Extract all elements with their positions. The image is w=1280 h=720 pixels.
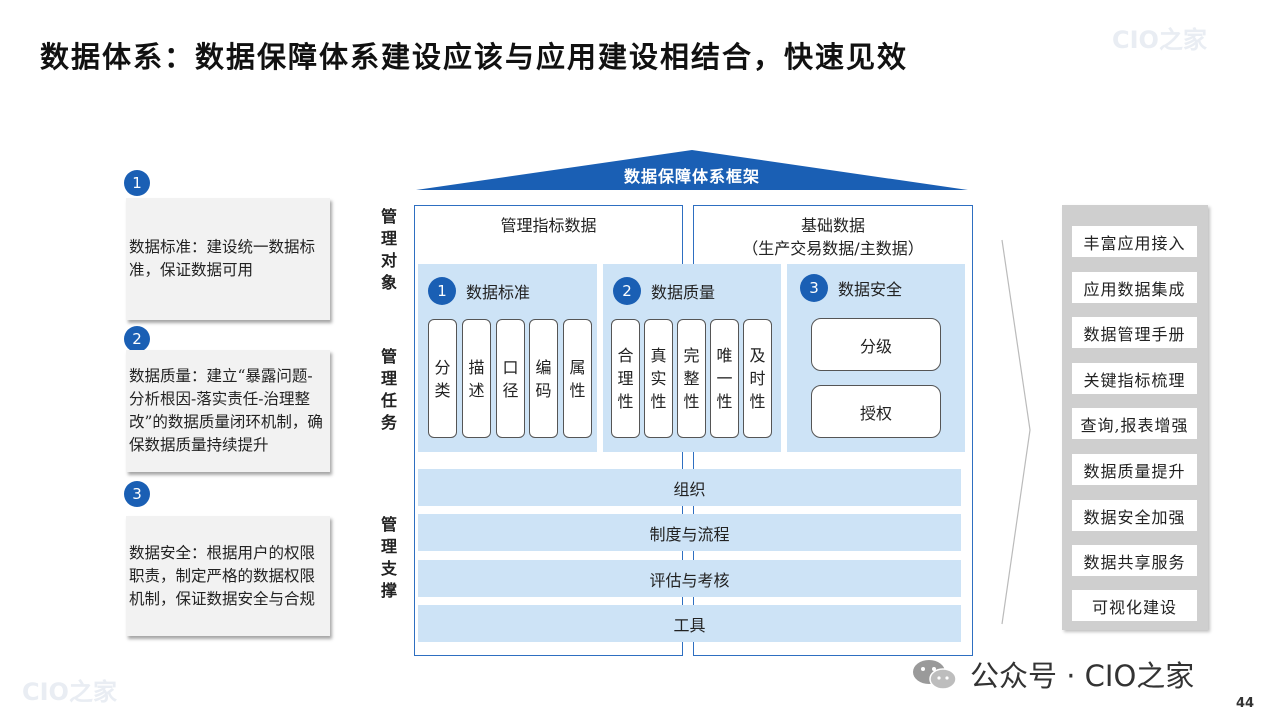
label-management-task: 管理任务	[380, 347, 397, 432]
support-tools: 工具	[418, 605, 961, 642]
item-coding: 编码	[529, 319, 558, 438]
note-1-number: 1	[124, 170, 150, 196]
app-item-9: 可视化建设	[1072, 590, 1197, 621]
support-process: 制度与流程	[418, 514, 961, 551]
panel-right-subtitle: （生产交易数据/主数据）	[742, 239, 924, 258]
app-item-2: 应用数据集成	[1072, 272, 1197, 303]
item-attribute: 属性	[563, 319, 592, 438]
support-evaluation: 评估与考核	[418, 560, 961, 597]
framework-roof	[416, 150, 968, 190]
watermark-top: CIO之家	[1112, 26, 1207, 54]
note-data-quality: 数据质量：建立“暴露问题-分析根因-落实责任-治理整改”的数据质量闭环机制，确保…	[126, 350, 330, 472]
label-management-support: 管理支撑	[380, 515, 397, 600]
note-3-text: 数据安全：根据用户的权限职责，制定严格的数据权限机制，保证数据安全与合规	[129, 543, 316, 608]
area-2-label: 数据质量	[651, 283, 716, 302]
area-3-label: 数据安全	[838, 280, 903, 299]
wechat-text: 公众号 · CIO之家	[970, 659, 1195, 693]
item-caliber: 口径	[496, 319, 525, 438]
chevron-right-icon	[1001, 239, 1031, 625]
note-1-text: 数据标准：建设统一数据标准，保证数据可用	[129, 238, 316, 279]
framework-title: 数据保障体系框架	[623, 167, 760, 186]
item-authenticity: 真实性	[644, 319, 673, 438]
page-title: 数据体系：数据保障体系建设应该与应用建设相结合，快速见效	[40, 40, 909, 74]
app-item-8: 数据共享服务	[1072, 545, 1197, 576]
note-3-number: 3	[124, 481, 150, 507]
note-2-number: 2	[124, 326, 150, 352]
watermark-bottom: CIO之家	[22, 678, 117, 706]
support-organization: 组织	[418, 469, 961, 506]
area-2-header: 2 数据质量	[613, 277, 715, 305]
note-2-text: 数据质量：建立“暴露问题-分析根因-落实责任-治理整改”的数据质量闭环机制，确保…	[129, 367, 323, 454]
item-rationality: 合理性	[611, 319, 640, 438]
area-3-header: 3 数据安全	[800, 274, 902, 302]
wechat-watermark: 公众号 · CIO之家	[910, 653, 1194, 695]
item-grading: 分级	[811, 318, 941, 371]
note-data-security: 数据安全：根据用户的权限职责，制定严格的数据权限机制，保证数据安全与合规	[126, 516, 330, 636]
panel-left-title: 管理指标数据	[500, 216, 597, 235]
item-completeness: 完整性	[677, 319, 706, 438]
area-1-number: 1	[428, 277, 456, 305]
item-timeliness: 及时性	[743, 319, 772, 438]
app-item-3: 数据管理手册	[1072, 317, 1197, 348]
app-item-7: 数据安全加强	[1072, 500, 1197, 531]
note-data-standard: 数据标准：建设统一数据标准，保证数据可用	[126, 198, 330, 320]
page-number: 44	[1236, 696, 1255, 711]
area-3-number: 3	[800, 274, 828, 302]
wechat-icon	[913, 660, 957, 690]
app-item-4: 关键指标梳理	[1072, 363, 1197, 394]
label-management-object: 管理对象	[380, 207, 397, 292]
area-1-label: 数据标准	[466, 283, 531, 302]
item-uniqueness: 唯一性	[710, 319, 739, 438]
item-classification: 分类	[428, 319, 457, 438]
app-item-5: 查询,报表增强	[1072, 408, 1197, 439]
item-description: 描述	[462, 319, 491, 438]
item-authorization: 授权	[811, 385, 941, 438]
panel-right-title: 基础数据	[800, 216, 865, 235]
app-item-6: 数据质量提升	[1072, 454, 1197, 485]
area-1-header: 1 数据标准	[428, 277, 530, 305]
app-item-1: 丰富应用接入	[1072, 226, 1197, 257]
area-2-number: 2	[613, 277, 641, 305]
